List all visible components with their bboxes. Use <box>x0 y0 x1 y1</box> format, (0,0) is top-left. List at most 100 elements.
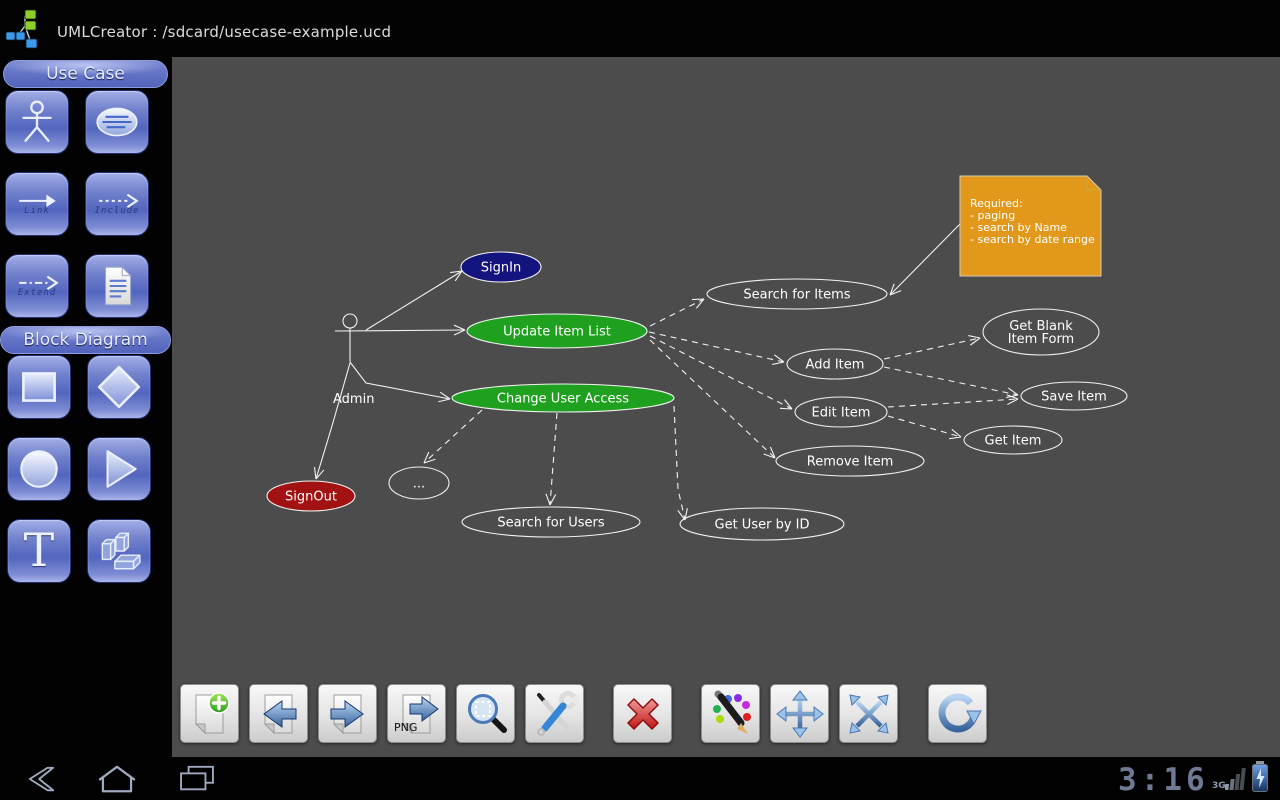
export-png-caption: PNG <box>394 721 418 734</box>
previous-button[interactable] <box>249 684 308 743</box>
previous-icon <box>255 690 303 738</box>
note-text-line: - search by Name <box>970 221 1067 234</box>
tool-circle-button[interactable] <box>7 437 71 501</box>
usecase-change-user-access[interactable]: Change User Access <box>451 383 675 413</box>
usecase-save-item[interactable]: Save Item <box>1020 381 1128 411</box>
recent-apps-button[interactable] <box>174 764 220 794</box>
tool-triangle-button[interactable] <box>87 437 151 501</box>
delete-icon <box>619 690 667 738</box>
tool-include-button[interactable]: Include <box>85 172 149 236</box>
move-icon <box>776 690 824 738</box>
usecase-sign-out[interactable]: SignOut <box>266 480 356 512</box>
home-button[interactable] <box>94 764 140 794</box>
tool-components-button[interactable] <box>87 519 151 583</box>
rotate-button[interactable] <box>928 684 987 743</box>
usecase-label: SignOut <box>285 490 337 505</box>
usecase-label: SignIn <box>481 261 521 276</box>
connector-add-item-to-get-blank-item-form[interactable] <box>883 335 981 360</box>
title-bar: UMLCreator : /sdcard/usecase-example.ucd <box>0 0 1280 57</box>
tool-rectangle-button[interactable] <box>7 355 71 419</box>
tool-text-button[interactable]: T <box>7 519 71 583</box>
connector-update-item-list-to-search-for-items[interactable] <box>649 298 705 327</box>
tool-note-button[interactable] <box>85 254 149 318</box>
app-logo-icon <box>5 9 38 49</box>
usecase-label: Add Item <box>806 358 865 373</box>
actor-icon <box>12 97 62 147</box>
note-text-line: - search by date range <box>970 233 1095 246</box>
back-button[interactable] <box>18 764 64 794</box>
next-icon <box>324 690 372 738</box>
new-file-icon <box>186 690 234 738</box>
usecase-label: ... <box>413 477 425 492</box>
usecase-label: Remove Item <box>807 455 893 470</box>
connector-actor-to-update-item-list[interactable] <box>334 324 466 336</box>
actor-admin[interactable]: Admin <box>333 313 374 407</box>
connector-edit-item-to-save-item[interactable] <box>887 394 1019 408</box>
section-header-use-case: Use Case <box>3 60 168 88</box>
network-type-label: 3G <box>1212 781 1226 791</box>
window-title: UMLCreator : /sdcard/usecase-example.ucd <box>57 23 392 41</box>
usecase-update-item-list[interactable]: Update Item List <box>466 313 648 349</box>
circle-icon <box>14 444 64 494</box>
style-button[interactable] <box>701 684 760 743</box>
canvas-background[interactable] <box>172 57 1280 757</box>
tool-extend-button[interactable]: Extend <box>5 254 69 318</box>
usecase-get-user-by-id[interactable]: Get User by ID <box>679 507 845 541</box>
next-button[interactable] <box>318 684 377 743</box>
usecase-remove-item[interactable]: Remove Item <box>775 445 925 477</box>
note-icon <box>92 261 142 311</box>
connector-edit-item-to-get-item[interactable] <box>887 415 962 440</box>
connector-change-user-access-to-more[interactable] <box>423 409 483 464</box>
usecase-search-for-users[interactable]: Search for Users <box>461 506 641 538</box>
usecase-get-item[interactable]: Get Item <box>963 425 1063 455</box>
zoom-button[interactable] <box>456 684 515 743</box>
components-icon <box>94 526 144 576</box>
usecase-sign-in[interactable]: SignIn <box>460 251 542 283</box>
usecase-edit-item[interactable]: Edit Item <box>794 396 888 428</box>
connector-update-item-list-to-remove-item[interactable] <box>649 339 776 459</box>
rotate-icon <box>934 690 982 738</box>
resize-button[interactable] <box>839 684 898 743</box>
system-bar: 3:16 3G <box>0 757 1280 800</box>
delete-button[interactable] <box>613 684 672 743</box>
usecase-label: Search for Users <box>497 516 604 531</box>
usecase-add-item[interactable]: Add Item <box>786 348 884 380</box>
triangle-icon <box>94 444 144 494</box>
use-case-ellipse-icon <box>92 97 142 147</box>
status-clock[interactable]: 3:16 <box>1118 762 1209 798</box>
connector-update-item-list-to-edit-item[interactable] <box>649 335 793 410</box>
connector-actor-to-change-user-access[interactable] <box>349 361 451 403</box>
connector-update-item-list-to-add-item[interactable] <box>648 331 785 365</box>
connector-actor-to-sign-in[interactable] <box>365 270 463 331</box>
export-png-button[interactable]: PNG <box>387 684 446 743</box>
usecase-search-for-items[interactable]: Search for Items <box>706 278 888 310</box>
rectangle-icon <box>14 362 64 412</box>
resize-icon <box>845 690 893 738</box>
connector-change-user-access-to-search-for-users[interactable] <box>545 412 558 506</box>
usecase-label: Search for Items <box>743 288 850 303</box>
usecase-label: Edit Item <box>812 406 871 421</box>
extend-icon <box>12 261 62 311</box>
note-text-line: Required: <box>970 197 1023 210</box>
connector-note-to-search-for-items[interactable] <box>889 223 961 296</box>
tool-link-button[interactable]: Link <box>5 172 69 236</box>
new-file-button[interactable] <box>180 684 239 743</box>
move-button[interactable] <box>770 684 829 743</box>
connector-actor-to-sign-out[interactable] <box>313 362 351 480</box>
tool-diamond-button[interactable] <box>87 355 151 419</box>
settings-button[interactable] <box>525 684 584 743</box>
tool-actor-button[interactable] <box>5 90 69 154</box>
diamond-icon <box>94 362 144 412</box>
tool-use-case-ellipse-button[interactable] <box>85 90 149 154</box>
usecase-more[interactable]: ... <box>388 466 450 500</box>
connector-change-user-access-to-get-user-by-id[interactable] <box>673 405 688 521</box>
text-caption: T <box>23 523 55 577</box>
connector-add-item-to-save-item[interactable] <box>883 366 1019 399</box>
note-required[interactable]: Required:- paging- search by Name- searc… <box>959 175 1102 277</box>
zoom-icon <box>462 690 510 738</box>
